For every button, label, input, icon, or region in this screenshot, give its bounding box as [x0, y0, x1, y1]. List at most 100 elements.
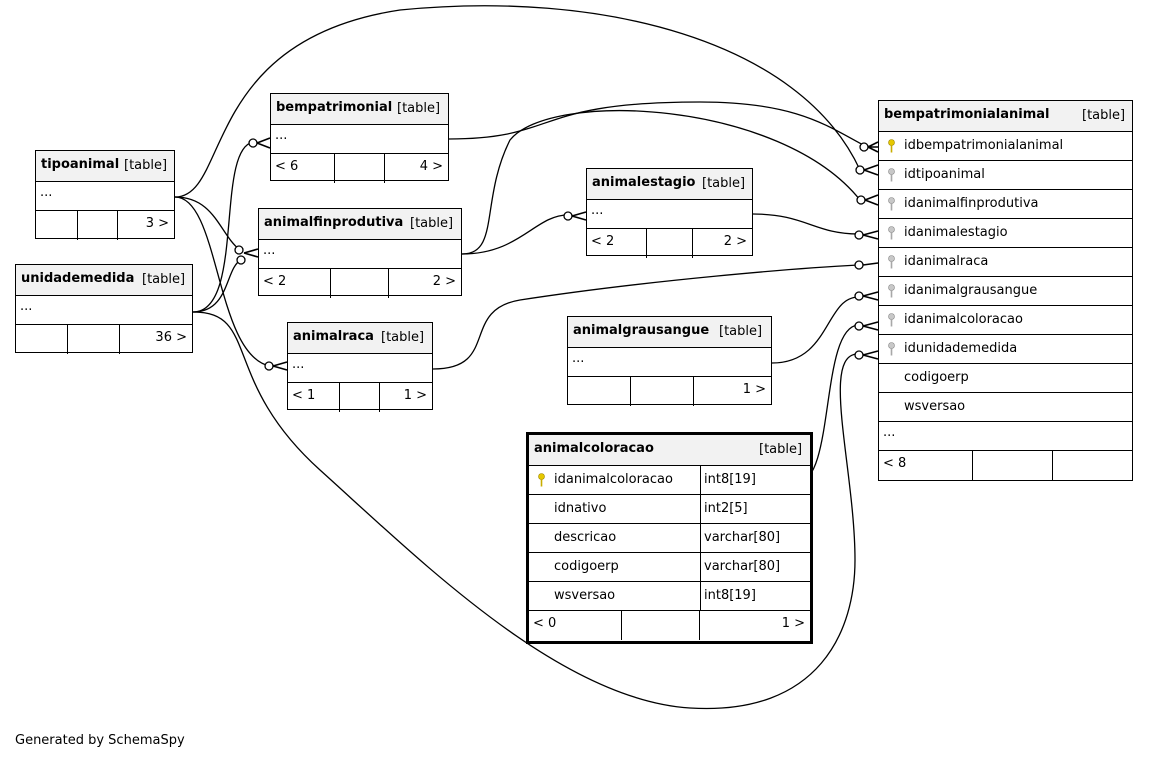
relationship-counts: < 1 1 > [288, 383, 432, 412]
column-name: idanimalestagio [904, 225, 1008, 240]
foreign-key-icon [888, 313, 895, 327]
primary-key-icon [888, 139, 895, 153]
table-header: animalfinprodutiva [table] [259, 209, 461, 240]
column-name: idunidademedida [904, 341, 1018, 356]
children-count: 2 > [432, 274, 456, 289]
table-animalraca[interactable]: animalraca [table] ... < 1 1 > [287, 322, 433, 412]
table-name: animalgrausangue [573, 323, 710, 338]
columns-collapsed: ... [288, 354, 432, 383]
columns-collapsed: ... [587, 200, 752, 229]
crowfoot [862, 230, 879, 240]
relationship-counts: < 6 4 > [271, 154, 448, 183]
table-bempatrimonialanimal[interactable]: bempatrimonialanimal [table] idbempatrim… [878, 100, 1133, 481]
crowfoot [863, 164, 879, 176]
column-row[interactable]: wsversao [879, 393, 1132, 422]
table-name: animalestagio [592, 175, 696, 190]
table-type: [table] [702, 176, 746, 191]
table-bempatrimonial[interactable]: bempatrimonial [table] ... < 6 4 > [270, 93, 449, 183]
edge-end-circle [264, 361, 274, 371]
table-name: tipoanimal [41, 157, 120, 172]
parents-count: < 0 [533, 616, 557, 631]
foreign-key-icon [888, 284, 895, 298]
edge-end-circle [248, 138, 258, 148]
table-name: bempatrimonial [276, 100, 393, 115]
relationship-counts: 3 > [36, 211, 174, 240]
children-count: 1 > [742, 382, 766, 397]
column-type: varchar[80] [700, 524, 780, 552]
crowfoot [862, 262, 879, 266]
column-row[interactable]: idanimalestagio [879, 219, 1132, 248]
column-row[interactable]: codigoerp varchar[80] [529, 553, 810, 582]
foreign-key-icon [888, 226, 895, 240]
foreign-key-icon [888, 197, 895, 211]
column-row[interactable]: idanimalfinprodutiva [879, 190, 1132, 219]
table-animalfinprodutiva[interactable]: animalfinprodutiva [table] ... < 2 2 > [258, 208, 462, 298]
table-header: animalcoloracao [table] [529, 435, 810, 466]
table-type: [table] [142, 272, 186, 287]
table-animalcoloracao[interactable]: animalcoloracao [table] idanimalcoloraca… [526, 432, 813, 644]
column-row[interactable]: idanimalcoloracao int8[19] [529, 466, 810, 495]
children-count: 1 > [781, 616, 805, 631]
columns-collapsed: ... [16, 296, 192, 325]
column-name: descricao [554, 530, 617, 545]
relationship-counts: < 0 1 > [529, 611, 810, 640]
table-header: animalgrausangue [table] [568, 317, 771, 348]
column-name: idanimalgrausangue [904, 283, 1038, 298]
crowfoot [571, 211, 587, 221]
edge-end-circle [854, 350, 864, 360]
relationship-counts: < 2 2 > [259, 269, 461, 298]
edge-tipoanimal-animalraca [174, 196, 271, 367]
table-tipoanimal[interactable]: tipoanimal [table] ... 3 > [35, 150, 175, 240]
column-row[interactable]: wsversao int8[19] [529, 582, 810, 611]
column-type: int2[5] [700, 495, 748, 523]
table-animalestagio[interactable]: animalestagio [table] ... < 2 2 > [586, 168, 753, 258]
column-name: idanimalcoloracao [904, 312, 1023, 327]
column-row[interactable]: idbempatrimonialanimal [879, 132, 1132, 161]
table-name: bempatrimonialanimal [884, 107, 1050, 122]
relationship-counts: 1 > [568, 377, 771, 406]
edge-end-circle [236, 255, 246, 265]
edge-unidademedida-animalfinprodutiva [192, 259, 242, 313]
column-type: varchar[80] [700, 553, 780, 581]
table-name: animalfinprodutiva [264, 215, 404, 230]
table-unidademedida[interactable]: unidademedida [table] ... 36 > [15, 264, 193, 354]
edge-unidademedida-bempatrimonialanimal [192, 311, 859, 710]
table-name: animalraca [293, 329, 374, 344]
table-type: [table] [410, 216, 454, 231]
column-name: idanimalfinprodutiva [904, 196, 1039, 211]
parents-count: < 2 [591, 234, 615, 249]
column-row[interactable]: idunidademedida [879, 335, 1132, 364]
columns-collapsed: ... [36, 182, 174, 211]
edge-end-circle [234, 245, 244, 255]
table-animalgrausangue[interactable]: animalgrausangue [table] ... 1 > [567, 316, 772, 406]
relationship-counts: < 8 [879, 451, 1132, 480]
edge-end-circle [855, 165, 865, 175]
edge-end-circle [854, 291, 864, 301]
table-header: tipoanimal [table] [36, 151, 174, 182]
crowfoot [272, 361, 288, 371]
foreign-key-icon [888, 168, 895, 182]
column-row[interactable]: descricao varchar[80] [529, 524, 810, 553]
edge-end-circle [563, 211, 573, 221]
primary-key-icon [538, 473, 545, 487]
columns-collapsed: ... [568, 348, 771, 377]
column-name: wsversao [554, 588, 616, 603]
column-row[interactable]: idanimalcoloracao [879, 306, 1132, 335]
table-header: bempatrimonial [table] [271, 94, 448, 125]
column-name: wsversao [904, 399, 966, 414]
edge-animalestagio-bempatrimonialanimal [752, 213, 859, 235]
table-header: bempatrimonialanimal [table] [879, 101, 1132, 132]
column-row[interactable]: idanimalraca [879, 248, 1132, 277]
children-count: 2 > [723, 234, 747, 249]
edge-end-circle [854, 230, 864, 240]
column-type: int8[19] [700, 466, 756, 494]
column-row[interactable]: idnativo int2[5] [529, 495, 810, 524]
column-name: idnativo [554, 501, 607, 516]
column-row[interactable]: idanimalgrausangue [879, 277, 1132, 306]
edge-end-circle [856, 195, 866, 205]
column-row[interactable]: idtipoanimal [879, 161, 1132, 190]
relationship-counts: < 2 2 > [587, 229, 752, 258]
column-row[interactable]: codigoerp [879, 364, 1132, 393]
crowfoot [862, 350, 879, 360]
column-name: idbempatrimonialanimal [904, 138, 1064, 153]
